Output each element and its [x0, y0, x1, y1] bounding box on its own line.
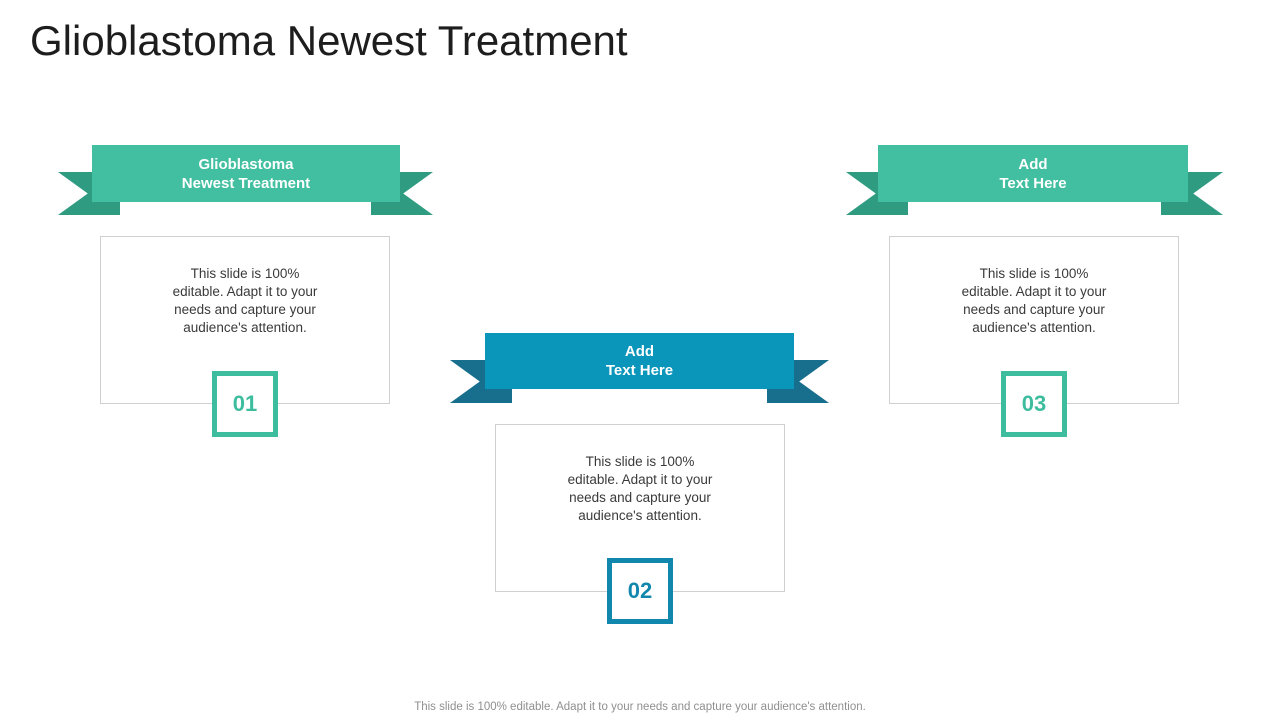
step-2-description-text: This slide is 100% editable. Adapt it to… — [567, 454, 713, 523]
step-1-description-text: This slide is 100% editable. Adapt it to… — [172, 266, 318, 335]
slide-title: Glioblastoma Newest Treatment — [30, 17, 628, 64]
step-1-number-badge: 01 — [212, 371, 278, 437]
step-2-ribbon-label: Add Text Here — [605, 343, 674, 379]
step-3-ribbon-banner[interactable]: Add Text Here — [878, 145, 1188, 202]
step-1-number: 01 — [232, 391, 258, 416]
step-2-number-badge: 02 — [607, 558, 673, 624]
step-1-ribbon-label: Glioblastoma Newest Treatment — [181, 155, 311, 192]
step-3-number-badge: 03 — [1001, 371, 1067, 437]
step-3-number: 03 — [1021, 391, 1047, 416]
step-2-number: 02 — [627, 578, 653, 603]
step-3-ribbon-label: Add Text Here — [999, 155, 1067, 192]
step-2-ribbon-banner[interactable]: Add Text Here — [485, 333, 794, 389]
step-1-ribbon-banner[interactable]: Glioblastoma Newest Treatment — [92, 145, 400, 202]
step-3-description-text: This slide is 100% editable. Adapt it to… — [961, 266, 1107, 335]
slide-footer-note: This slide is 100% editable. Adapt it to… — [414, 701, 866, 713]
